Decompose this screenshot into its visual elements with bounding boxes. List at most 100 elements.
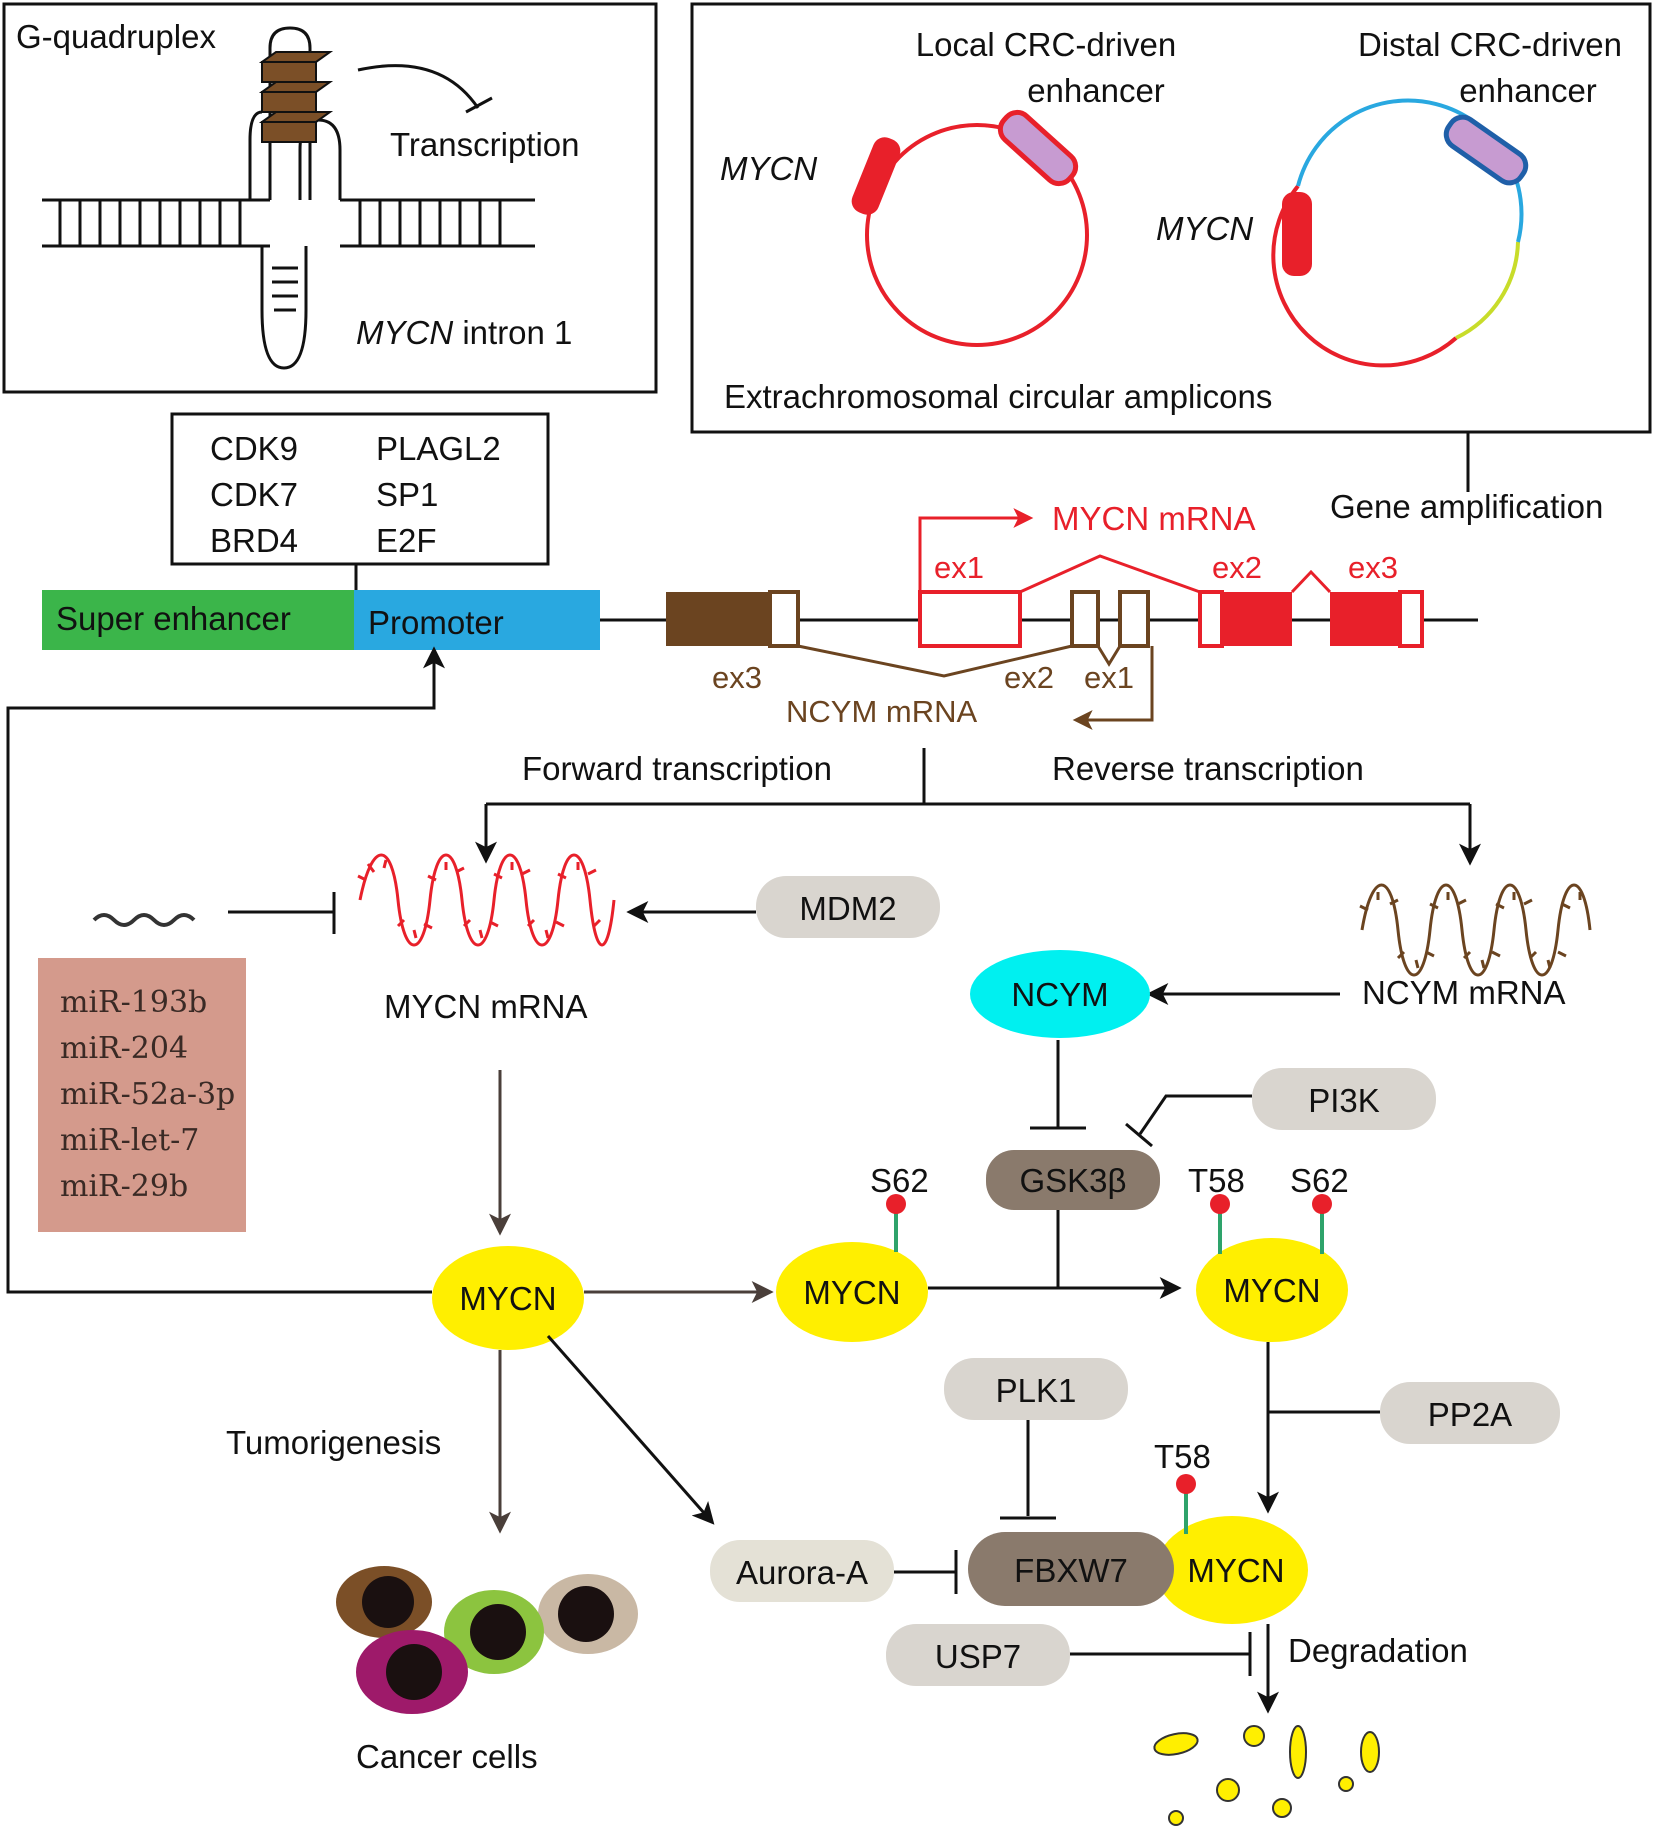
local-enhancer-element [997,109,1079,187]
mycn-degron-protein [1156,1516,1308,1624]
mycn-mrna-coil [357,853,616,947]
g-quadruplex-title: G-quadruplex [16,18,216,55]
factor-brd4: BRD4 [210,522,298,559]
t58-label-b: T58 [1154,1438,1211,1475]
s62-phospho-a [886,1194,906,1214]
t58-label-a: T58 [1188,1162,1245,1199]
degraded-fragments [1153,1725,1380,1826]
usp7-pill [886,1624,1070,1686]
mycn-splice-1-2 [1019,554,1201,594]
ecdna-panel: Local CRC-driven enhancer Distal CRC-dri… [690,2,1652,434]
gq-transcription-label: Transcription [390,126,580,163]
tumorigenesis-label: Tumorigenesis [226,1424,441,1461]
mycn-ps62-protein [776,1242,928,1342]
mirna-let-7: miR-let-7 [60,1123,199,1158]
gene-amplification-label: Gene amplification [1330,488,1603,525]
aurora-a-pill [710,1540,894,1602]
mirna-204: miR-204 [60,1031,188,1066]
ncym-protein-label: NCYM [1011,976,1108,1013]
mycn-locus: Super enhancer Promoter ex3 ex2 ex1 NCYM… [42,500,1478,730]
distal-mycn-gene [1282,192,1312,276]
distal-enhancer-element [1443,114,1529,186]
gsk3b-label: GSK3β [1019,1162,1126,1199]
dna-duplex-right [340,198,535,248]
mirna-squiggle-icon [92,913,196,927]
mirna-29b: miR-29b [60,1169,188,1204]
mycn-main-label: MYCN [459,1280,556,1317]
pp2a-label: PP2A [1428,1396,1512,1433]
ncym-exon3-utr [768,590,800,648]
degradation-label: Degradation [1288,1632,1468,1669]
ncym-exon3-filled [666,592,770,646]
forward-transcription-label: Forward transcription [522,750,832,787]
ncym-ex1-label: ex1 [1084,660,1134,695]
s62-label-a: S62 [870,1162,929,1199]
usp7-label: USP7 [935,1638,1021,1675]
pi3k-label: PI3K [1308,1082,1380,1119]
mycn-intron-gene: MYCN [356,314,453,351]
ncym-exon1 [1118,590,1150,648]
cancer-cells-icon [336,1566,638,1714]
factor-cdk9: CDK9 [210,430,298,467]
mirna-52a-3p: miR-52a-3p [60,1077,235,1112]
ncym-exon2 [1070,590,1100,648]
distal-enhancer-label-2: enhancer [1459,72,1597,109]
mycn-to-aurora-arrow [546,1335,715,1525]
mycn-double-phospho-label: MYCN [1223,1272,1320,1309]
mycn-splice-2-3 [1290,569,1332,594]
plk1-pill [944,1358,1128,1420]
distal-enhancer-label-1: Distal CRC-driven [1358,26,1622,63]
fbxw7-label: FBXW7 [1014,1552,1128,1589]
mycn-ps62-label: MYCN [803,1274,900,1311]
ncym-mrna-label: NCYM mRNA [1362,974,1566,1011]
mirna-193b: miR-193b [60,985,207,1020]
mycn-feedback-arrow [6,646,445,1294]
mycn-mrna-locus-label: MYCN mRNA [1052,500,1256,537]
s62-label-b: S62 [1290,1162,1349,1199]
super-enhancer-label: Super enhancer [56,600,291,637]
mycn-exon2-filled [1222,592,1292,646]
mycn-ex3-label: ex3 [1348,550,1398,585]
cancer-cells-label: Cancer cells [356,1738,538,1775]
g-quartet-stack [258,51,334,143]
pi3k-pill [1252,1068,1436,1130]
factor-plagl2: PLAGL2 [376,430,501,467]
distal-mycn-label: MYCN [1156,210,1253,247]
promoter-box [354,590,600,650]
t58-phospho-a [1210,1194,1230,1214]
ncym-protein [970,950,1150,1038]
ncym-splice-3-2 [797,644,1073,678]
mycn-intron-label: MYCN intron 1 [356,314,572,351]
gq-inhibition-arc [357,64,480,109]
pi3k-inhibition-bar [1125,1122,1153,1148]
g-quadruplex-frame [2,2,658,394]
gsk3b-pill [986,1150,1160,1210]
aurora-a-label: Aurora-A [736,1554,868,1591]
ecdna-frame [690,2,1652,434]
mycn-double-phospho-protein [1196,1238,1348,1342]
transcription-factor-box [170,412,550,566]
mycn-ex1-label: ex1 [934,550,984,585]
mycn-ex2-label: ex2 [1212,550,1262,585]
factor-e2f: E2F [376,522,437,559]
local-enhancer-label-1: Local CRC-driven [916,26,1176,63]
fbxw7-pill [968,1532,1174,1606]
mycn-main-protein [432,1246,584,1350]
local-mycn-label: MYCN [720,150,817,187]
promoter-label: Promoter [368,604,504,641]
s62-phospho-b [1312,1194,1332,1214]
reverse-transcription-label: Reverse transcription [1052,750,1364,787]
pi3k-inhibition-line [1138,1094,1252,1135]
dna-duplex-left [42,198,270,248]
super-enhancer-box [42,590,354,650]
mirna-box [38,958,246,1232]
factor-sp1: SP1 [376,476,438,513]
local-amplicon-circle [865,123,1089,347]
ncym-mrna-coil [1359,883,1592,977]
plk1-label: PLK1 [996,1372,1077,1409]
ncym-splice-2-1 [1096,645,1122,667]
g-quadruplex-panel: G-quadruplex [2,2,658,394]
mdm2-label: MDM2 [799,890,896,927]
ncym-tss-arrow [1072,646,1154,730]
